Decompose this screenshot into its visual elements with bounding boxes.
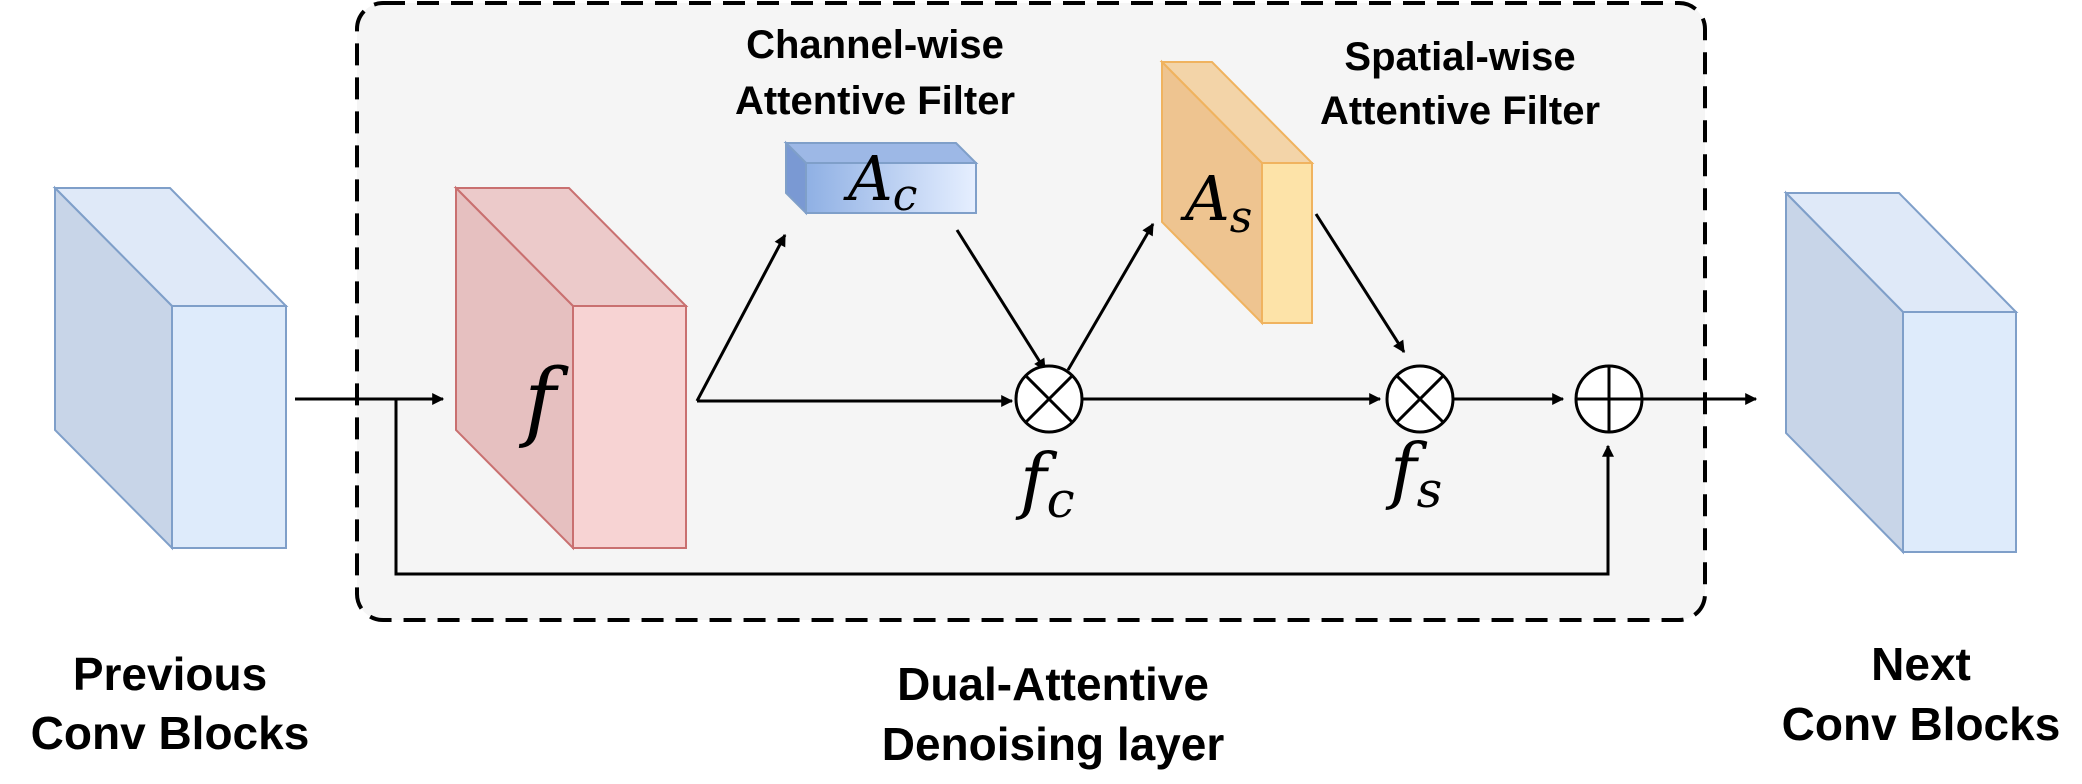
arrow-f-to-ac — [695, 233, 787, 402]
ac-label: Ac — [843, 142, 917, 221]
previous-conv-blocks-line1: Previous — [73, 648, 267, 700]
channel-attentive-filter-box — [783, 140, 979, 216]
layer-title-line1: Dual-Attentive — [897, 658, 1209, 710]
as-label-base: A — [1180, 162, 1230, 235]
fs-label-sub: s — [1417, 461, 1443, 519]
arrow-multiply-1-to-as — [1066, 222, 1155, 371]
connectors — [295, 213, 1758, 576]
spatial-attentive-filter-box — [1159, 59, 1315, 326]
circled-times-icon — [1385, 364, 1455, 434]
spatial-filter-title-line1: Spatial-wise — [1344, 35, 1575, 79]
fc-label-sub: c — [1047, 471, 1075, 529]
as-label: As — [1180, 162, 1252, 243]
next-conv-block-box — [1783, 190, 2019, 555]
previous-conv-blocks-line2: Conv Blocks — [31, 707, 310, 759]
spatial-filter-title-line2: Attentive Filter — [1320, 89, 1600, 133]
ac-label-base: A — [843, 142, 893, 215]
dual-attentive-layer-panel — [355, 1, 1707, 622]
residual-skip-connection — [394, 399, 1614, 576]
channel-filter-title-line1: Channel-wise — [746, 23, 1004, 67]
circled-times-icon — [1014, 364, 1084, 434]
previous-conv-block-box — [52, 185, 289, 551]
feature-map-f-box — [453, 185, 689, 551]
next-conv-blocks-line2: Conv Blocks — [1782, 698, 2061, 750]
arrow-ac-to-multiply-1 — [955, 229, 1047, 372]
next-conv-blocks-line1: Next — [1871, 638, 1971, 690]
channel-filter-title-line2: Attentive Filter — [735, 79, 1015, 123]
arrow-as-to-multiply-2 — [1314, 213, 1406, 354]
as-label-sub: s — [1230, 192, 1253, 243]
ac-label-sub: c — [893, 170, 918, 221]
circled-plus-icon — [1574, 364, 1644, 434]
layer-title-line2: Denoising layer — [882, 718, 1225, 770]
